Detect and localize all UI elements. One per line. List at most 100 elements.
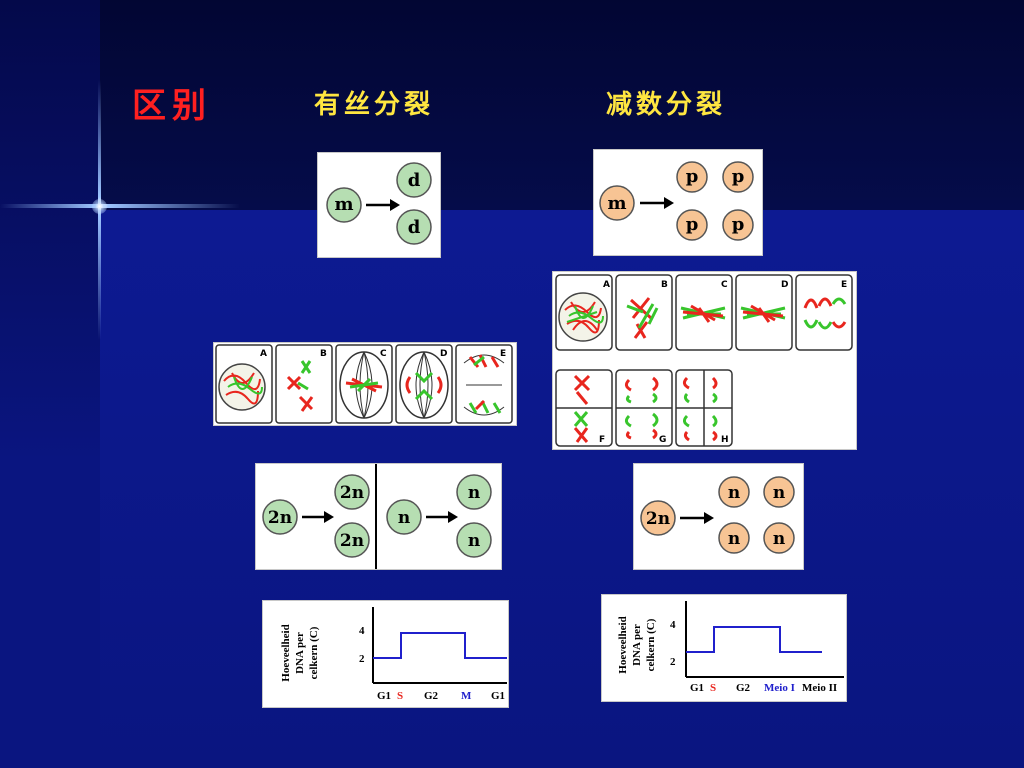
gamete-cell: [722, 209, 754, 241]
daughter-cell-label: n: [468, 483, 480, 503]
column-header-meiosis: 减数分裂: [606, 90, 727, 120]
y-axis-label: Hoeveelheid DNA per celkern (C): [280, 624, 320, 681]
gamete-cell: [676, 209, 708, 241]
daughter-cell-label: d: [408, 170, 421, 191]
y-axis-label-line: DNA per: [294, 632, 306, 674]
parent-cell: [599, 185, 635, 221]
stage-label: H: [721, 435, 729, 445]
parent-cell-label: 2n: [268, 508, 292, 528]
gamete-cell: [763, 522, 795, 554]
stage-label: C: [721, 280, 728, 290]
parent-cell-label: 2n: [646, 509, 670, 529]
y-tick-label: 2: [359, 653, 365, 665]
stage-panel-e: E: [455, 344, 513, 424]
stage-panel-g: G: [615, 369, 673, 447]
gamete-cell-label: p: [732, 214, 745, 235]
arrow-head: [704, 512, 714, 524]
y-tick-label: 2: [670, 656, 676, 668]
meiosis-ploidy-diagram: 2n n n n n: [633, 463, 804, 570]
meiosis-cell-diagram: m p p p p: [593, 149, 763, 256]
arrow-head: [324, 511, 334, 523]
mitosis-stages-diagram: A B C D E: [213, 342, 517, 426]
daughter-cell: [334, 474, 370, 510]
y-axis-label-line: DNA per: [631, 624, 643, 666]
slide-title: 区别: [132, 86, 212, 126]
gamete-cell-label: n: [773, 529, 785, 549]
gamete-cell: [718, 476, 750, 508]
stage-panel-h: H: [675, 369, 733, 447]
daughter-cell-label: d: [408, 217, 421, 238]
stage-label: A: [260, 349, 267, 359]
light-flare-center: [92, 199, 107, 214]
gamete-cell-label: n: [728, 529, 740, 549]
phase-label: M: [461, 690, 472, 702]
phase-label: G2: [736, 682, 751, 694]
stage-label: B: [320, 349, 327, 359]
meiosis-dna-graph: Hoeveelheid DNA per celkern (C) 4 2 G1 S…: [601, 594, 847, 702]
phase-label: G2: [424, 690, 439, 702]
daughter-cell: [334, 522, 370, 558]
gamete-cell-label: p: [686, 166, 699, 187]
stage-panel-e: E: [795, 274, 853, 351]
parent-cell: [262, 499, 298, 535]
daughter-cell-label: 2n: [340, 531, 364, 551]
stage-label: C: [380, 349, 387, 359]
phase-label: G1: [491, 690, 505, 702]
phase-label: S: [397, 690, 403, 702]
stage-label: E: [841, 280, 847, 290]
mitosis-cell-diagram: m d d: [317, 152, 441, 258]
y-axis-label-line: celkern (C): [308, 626, 320, 679]
stage-panel-b: B: [615, 274, 673, 351]
parent-cell: [386, 499, 422, 535]
light-flare-horizontal: [0, 204, 240, 208]
daughter-cell: [396, 209, 432, 245]
daughter-cell: [456, 474, 492, 510]
parent-cell: [640, 500, 676, 536]
y-axis-label-line: celkern (C): [645, 618, 657, 671]
gamete-cell: [718, 522, 750, 554]
stage-label: E: [500, 349, 506, 359]
stage-label: D: [781, 280, 788, 290]
parent-cell: [326, 187, 362, 223]
stage-panel-d: D: [395, 344, 453, 424]
gamete-cell: [722, 161, 754, 193]
phase-label: Meio II: [802, 682, 837, 694]
y-tick-label: 4: [670, 619, 676, 631]
phase-label: S: [710, 682, 716, 694]
phase-label: G1: [377, 690, 391, 702]
daughter-cell: [456, 522, 492, 558]
y-axis-label-line: Hoeveelheid: [280, 624, 292, 681]
column-header-mitosis: 有丝分裂: [314, 90, 435, 120]
dna-content-line: [686, 626, 822, 653]
gamete-cell-label: n: [728, 483, 740, 503]
stage-panel-c: C: [675, 274, 733, 351]
dna-content-line: [373, 632, 507, 659]
stage-panel-a: A: [215, 344, 273, 424]
stage-panel-f: F: [555, 369, 613, 447]
y-axis-label-line: Hoeveelheid: [617, 616, 629, 673]
stage-label: G: [659, 435, 666, 445]
arrow-head: [664, 197, 674, 209]
phase-label: Meio I: [764, 682, 795, 694]
parent-cell-label: m: [334, 194, 353, 215]
background-left-band: [0, 0, 100, 768]
stage-panel-c: C: [335, 344, 393, 424]
meiosis-stages-diagram: A B C D E: [552, 271, 857, 450]
daughter-cell-label: 2n: [340, 483, 364, 503]
stage-panel-d: D: [735, 274, 793, 351]
stage-label: D: [440, 349, 447, 359]
arrow-head: [448, 511, 458, 523]
mitosis-dna-graph: Hoeveelheid DNA per celkern (C) 4 2 G1 S…: [262, 600, 509, 708]
gamete-cell: [676, 161, 708, 193]
daughter-cell: [396, 162, 432, 198]
parent-cell-label: n: [398, 508, 410, 528]
gamete-cell-label: p: [686, 214, 699, 235]
stage-label: B: [661, 280, 668, 290]
stage-label: F: [599, 435, 605, 445]
y-tick-label: 4: [359, 625, 365, 637]
gamete-cell-label: p: [732, 166, 745, 187]
phase-label: G1: [690, 682, 704, 694]
mitosis-ploidy-diagram: 2n 2n 2n n n n: [255, 463, 502, 570]
gamete-cell-label: n: [773, 483, 785, 503]
background-top: [0, 0, 1024, 210]
